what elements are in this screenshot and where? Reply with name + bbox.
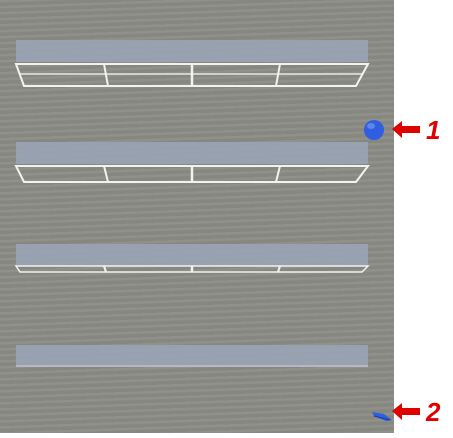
blue-flat-object[interactable] xyxy=(372,412,392,421)
panel-row-2 xyxy=(14,142,370,183)
panel-row-2-surface xyxy=(16,142,368,164)
solar-array-view xyxy=(14,40,392,421)
panel-row-1-frame xyxy=(14,63,370,87)
panel-row-3-frame xyxy=(14,265,370,273)
panel-row-1 xyxy=(14,40,370,87)
arrow-2-icon xyxy=(392,403,420,420)
panel-row-3-surface xyxy=(16,244,368,266)
panel-row-4 xyxy=(16,345,368,367)
arrow-1-icon xyxy=(392,121,420,138)
blue-sphere-object[interactable] xyxy=(364,120,384,140)
panel-row-2-frame xyxy=(14,165,370,183)
marker-label-1: 1 xyxy=(426,115,441,145)
panel-row-3 xyxy=(14,244,370,273)
marker-label-2: 2 xyxy=(426,397,441,427)
panel-row-1-surface xyxy=(16,40,368,62)
ground-plane xyxy=(0,0,394,433)
panel-row-4-surface xyxy=(16,345,368,367)
